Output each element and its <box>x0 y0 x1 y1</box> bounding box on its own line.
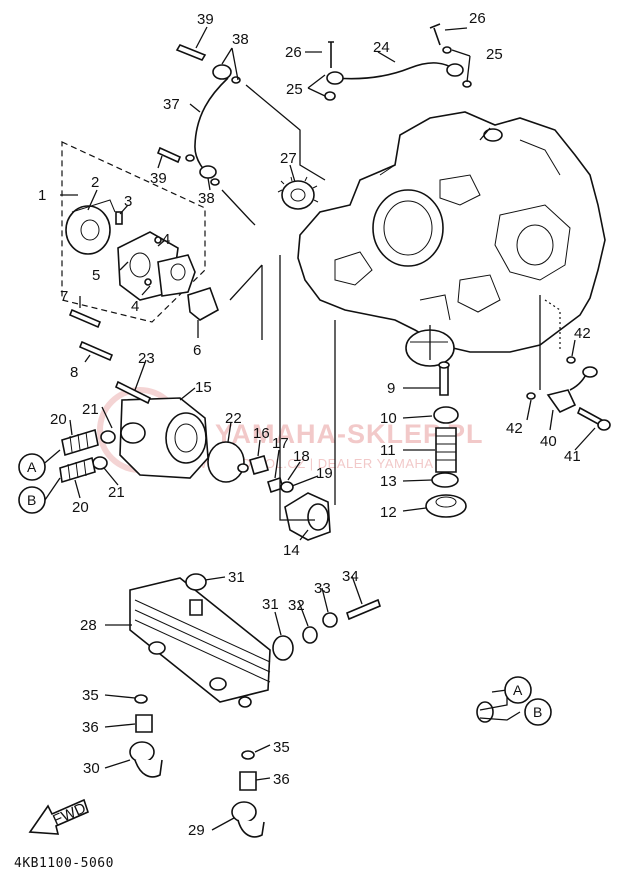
callout-b-right: B <box>533 704 542 720</box>
part-number-23: 23 <box>138 350 155 367</box>
part-number-10: 10 <box>380 410 397 427</box>
part-number-21b: 21 <box>108 484 125 501</box>
part-number-31: 31 <box>228 569 245 586</box>
part-number-25: 25 <box>286 81 303 98</box>
diagram-code: 4KB1100-5060 <box>14 856 114 871</box>
fwd-arrow: FWD <box>28 798 89 835</box>
part-number-41: 41 <box>564 448 581 465</box>
part-number-16: 16 <box>253 425 270 442</box>
oil-filter-parts <box>207 441 331 541</box>
part-number-15: 15 <box>195 379 212 396</box>
part-number-6: 6 <box>193 342 201 359</box>
part-number-1: 1 <box>38 187 46 204</box>
filter-housing <box>59 380 209 484</box>
leader-lines <box>39 26 596 831</box>
crankcase-illustration <box>297 111 606 367</box>
part-number-11: 11 <box>380 442 396 459</box>
part-number-20: 20 <box>50 411 67 428</box>
part-number-38b: 38 <box>198 190 215 207</box>
gear-27 <box>277 176 319 210</box>
part-number-42: 42 <box>574 325 591 342</box>
part-number-19: 19 <box>316 465 333 482</box>
sensor-parts <box>526 356 611 431</box>
part-number-38: 38 <box>232 31 249 48</box>
part-number-7: 7 <box>60 288 68 305</box>
part-number-36b: 36 <box>273 771 290 788</box>
part-number-28: 28 <box>80 617 97 634</box>
part-number-20b: 20 <box>72 499 89 516</box>
strainer-parts <box>425 361 467 518</box>
part-number-27: 27 <box>280 150 297 167</box>
part-number-39: 39 <box>197 11 214 28</box>
part-number-17: 17 <box>272 435 289 452</box>
part-number-2: 2 <box>91 174 99 191</box>
callout-a-left: A <box>27 459 37 475</box>
part-number-34: 34 <box>342 568 359 585</box>
part-number-32: 32 <box>288 597 305 614</box>
part-number-25b: 25 <box>486 46 503 63</box>
part-number-33: 33 <box>314 580 331 597</box>
part-number-26: 26 <box>285 44 302 61</box>
oil-pump-assembly <box>61 141 219 323</box>
part-number-37: 37 <box>163 96 180 113</box>
part-number-30: 30 <box>83 760 100 777</box>
callout-b-left: B <box>27 492 36 508</box>
callout-markers: A B A B <box>18 453 552 726</box>
part-number-4: 4 <box>162 231 170 248</box>
part-number-36: 36 <box>82 719 99 736</box>
part-number-26b: 26 <box>469 10 486 27</box>
callout-a-right: A <box>513 682 523 698</box>
part-number-4b: 4 <box>131 298 139 315</box>
part-number-14: 14 <box>283 542 300 559</box>
part-number-22: 22 <box>225 410 242 427</box>
fwd-label: FWD <box>50 800 88 829</box>
part-number-42b: 42 <box>506 420 523 437</box>
part-number-31b: 31 <box>262 596 279 613</box>
oil-cooler-assembly <box>129 573 494 838</box>
part-number-24: 24 <box>373 39 390 56</box>
part-number-5: 5 <box>92 267 100 284</box>
part-number-40: 40 <box>540 433 557 450</box>
part-number-18: 18 <box>293 448 310 465</box>
part-number-29: 29 <box>188 822 205 839</box>
bolts-7-8 <box>68 308 114 362</box>
oil-pipes <box>156 23 472 186</box>
part-number-9: 9 <box>387 380 395 397</box>
part-number-35: 35 <box>82 687 99 704</box>
part-number-8: 8 <box>70 364 78 381</box>
part-number-13: 13 <box>380 473 397 490</box>
part-number-3: 3 <box>124 193 132 210</box>
part-number-labels: 1 2 3 4 4 5 6 7 8 9 10 11 12 13 14 15 16… <box>38 10 591 839</box>
part-number-12: 12 <box>380 504 397 521</box>
part-number-39b: 39 <box>150 170 167 187</box>
part-number-21: 21 <box>82 401 99 418</box>
part-number-35b: 35 <box>273 739 290 756</box>
